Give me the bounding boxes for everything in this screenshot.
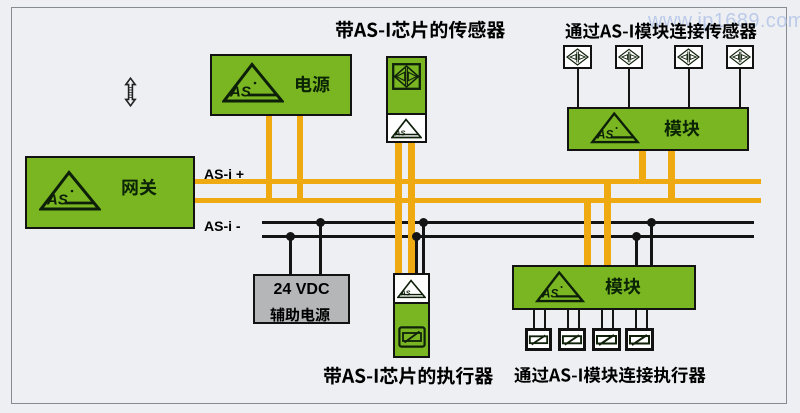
svg-text:AS: AS [400,290,411,297]
svg-text:AS: AS [541,287,558,300]
svg-text:AS: AS [394,128,405,137]
svg-text:AS: AS [596,129,613,142]
svg-text:AS: AS [46,191,68,208]
svg-text:AS: AS [229,84,251,101]
